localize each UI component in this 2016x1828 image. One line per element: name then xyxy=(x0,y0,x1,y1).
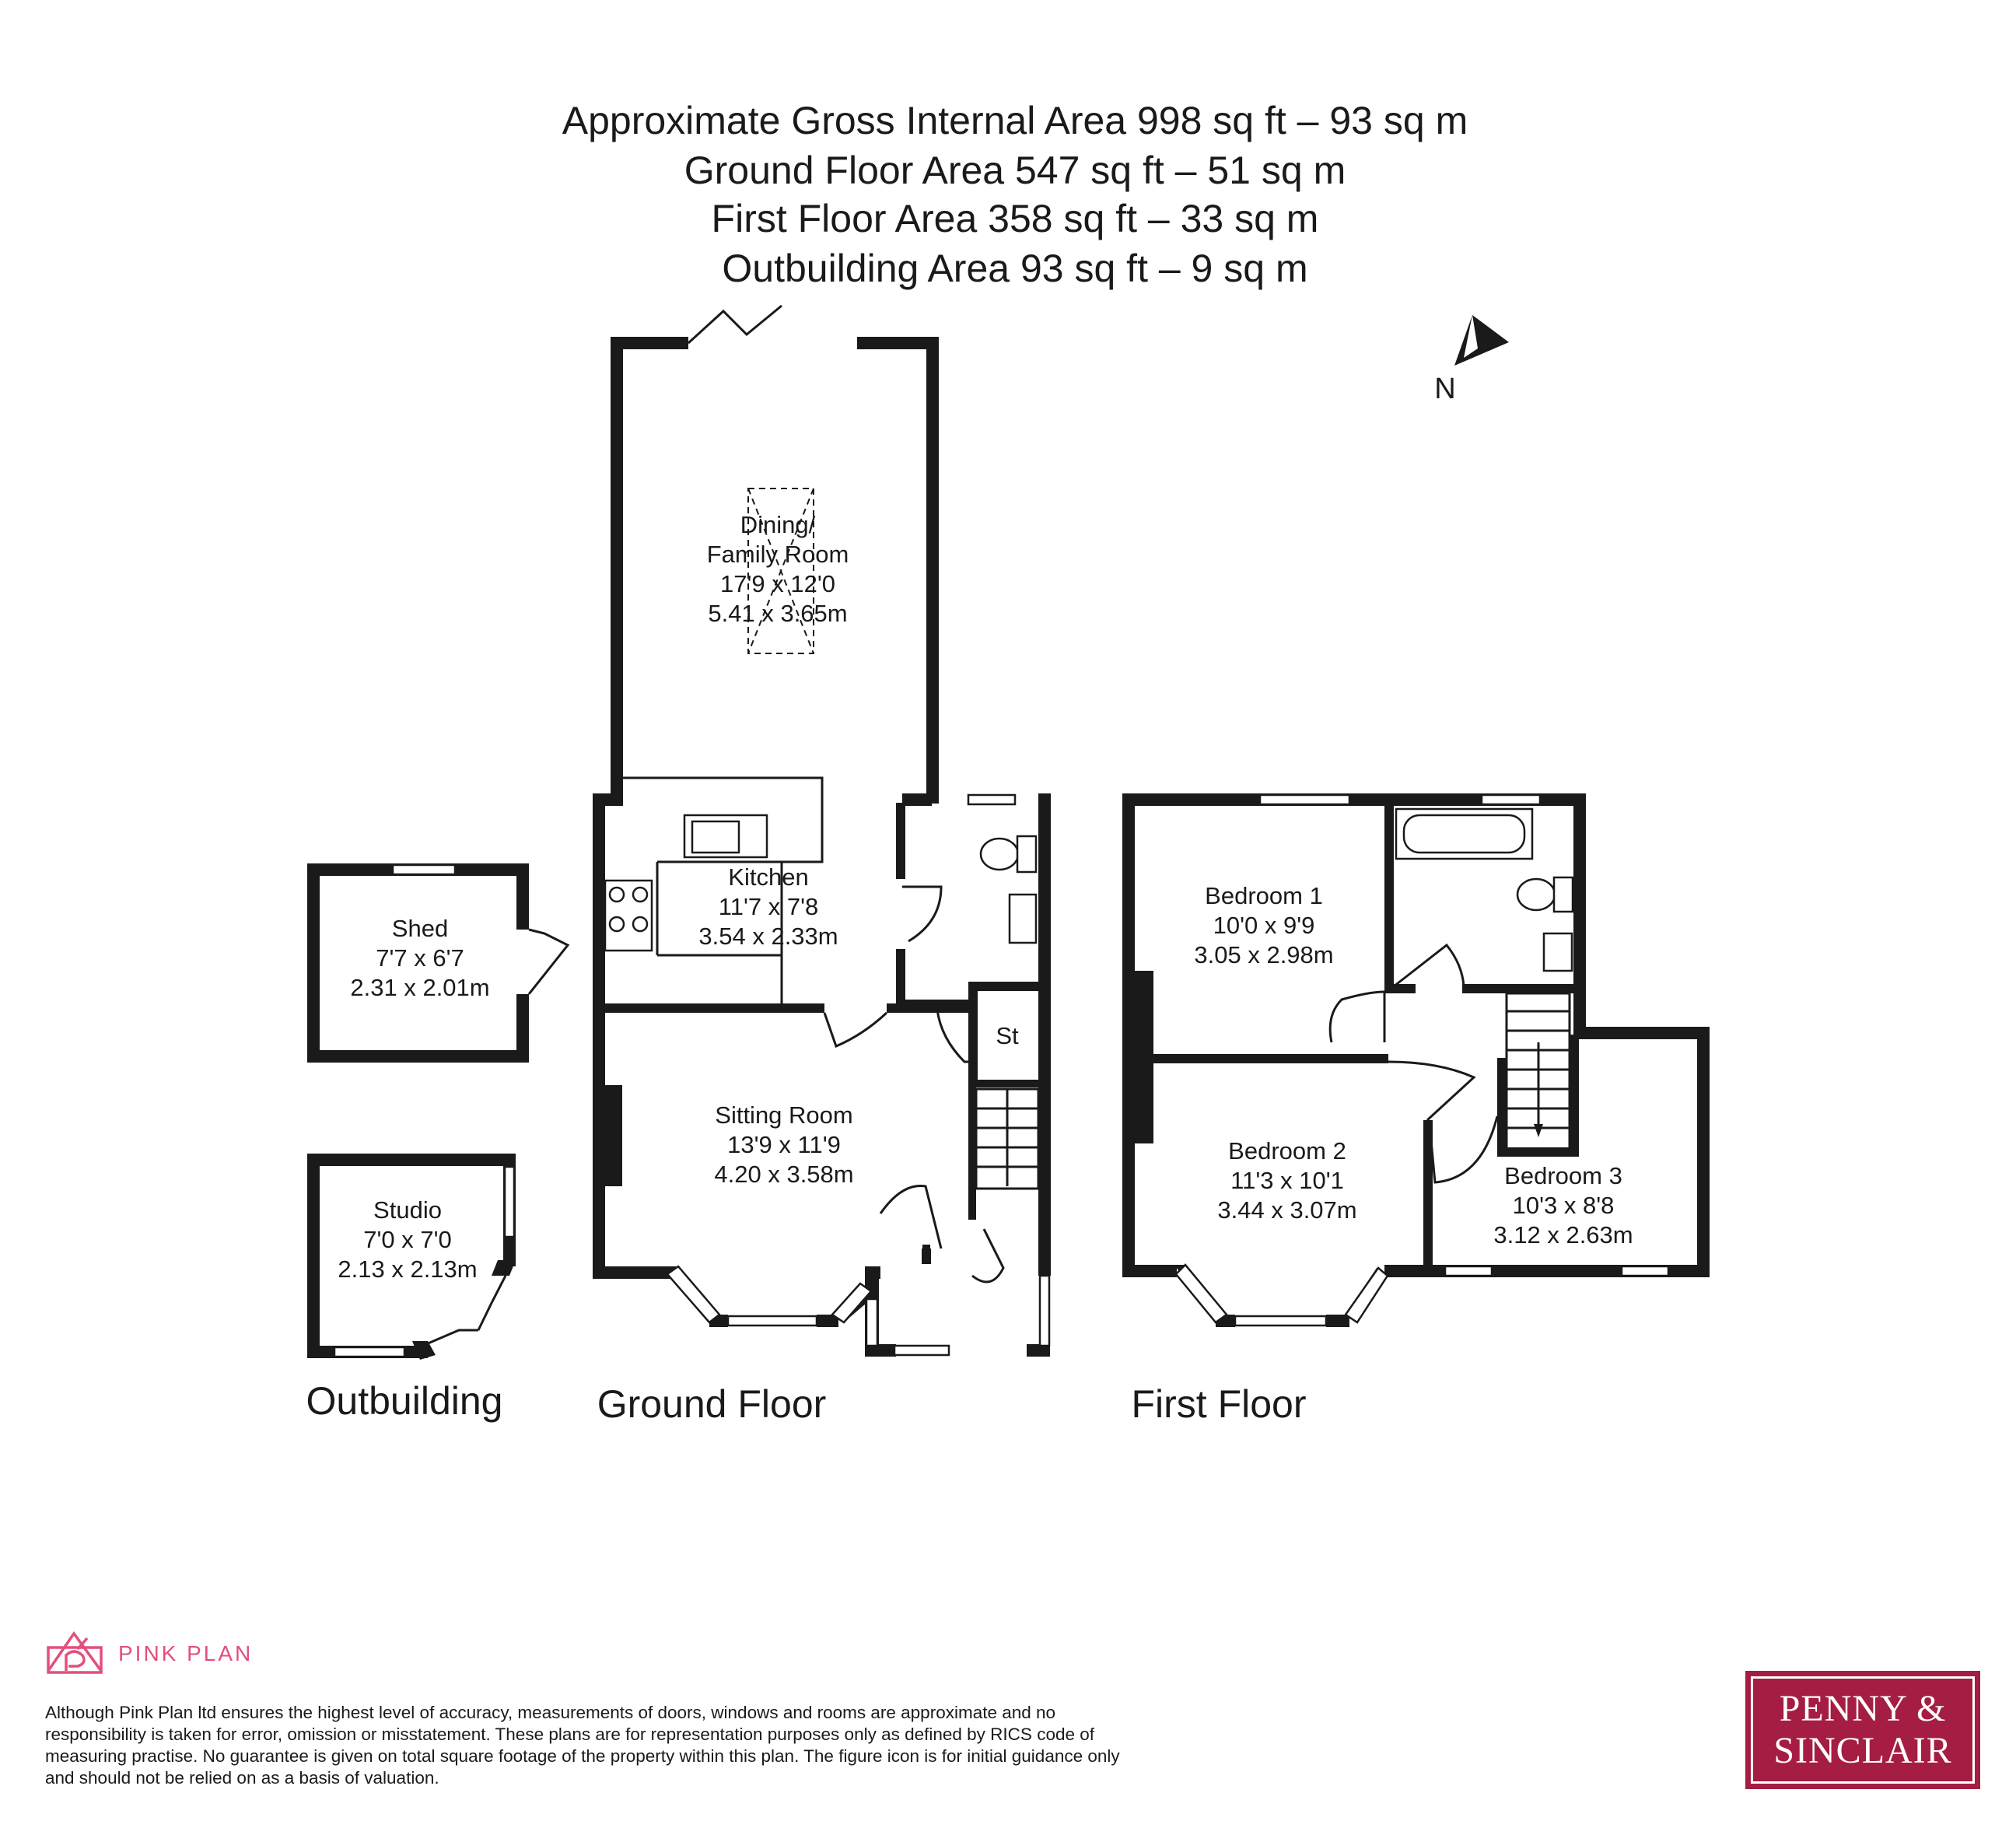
outbuilding-area-text: Outbuilding Area 93 sq ft – 9 sq m xyxy=(722,247,1307,290)
sitting-metric: 4.20 x 3.58m xyxy=(714,1161,853,1188)
studio-metric: 2.13 x 2.13m xyxy=(338,1255,477,1283)
kitchen-label: Kitchen xyxy=(728,863,808,891)
ground-doors xyxy=(823,885,1005,1283)
studio-imperial: 7'0 x 7'0 xyxy=(363,1226,452,1253)
toilet-icon xyxy=(1516,877,1556,912)
shed-metric: 2.31 x 2.01m xyxy=(350,974,489,1001)
agent-logo-inner: PENNY & SINCLAIR xyxy=(1751,1676,1975,1784)
first-floor-doors xyxy=(1328,943,1499,1184)
toilet-icon xyxy=(979,837,1020,871)
dining-label-line2: Family Room xyxy=(707,541,849,568)
bifold-door xyxy=(687,304,782,345)
shed-walls xyxy=(307,863,570,1063)
sitting-label: Sitting Room xyxy=(715,1101,852,1129)
bedroom3-metric: 3.12 x 2.63m xyxy=(1493,1221,1633,1248)
dining-metric: 5.41 x 3.65m xyxy=(708,600,847,627)
dining-imperial: 17'9 x 12'0 xyxy=(720,570,835,597)
agent-logo: PENNY & SINCLAIR xyxy=(1745,1671,1980,1789)
first-floor-stairs xyxy=(1505,992,1571,1150)
compass-label: N xyxy=(1434,373,1455,405)
first-floor-title: First Floor xyxy=(1132,1382,1307,1426)
outbuilding-title: Outbuilding xyxy=(306,1379,503,1423)
agent-name-line2: SINCLAIR xyxy=(1773,1730,1952,1771)
ground-wc-fixtures xyxy=(979,835,1038,944)
ground-stairs xyxy=(975,1087,1040,1190)
bedroom1-imperial: 10'0 x 9'9 xyxy=(1213,912,1315,939)
agent-name-line1: PENNY & xyxy=(1779,1688,1947,1729)
first-area-text: First Floor Area 358 sq ft – 33 sq m xyxy=(712,197,1319,240)
bedroom3-label: Bedroom 3 xyxy=(1504,1162,1622,1189)
bedroom1-label: Bedroom 1 xyxy=(1205,882,1323,909)
shed-imperial: 7'7 x 6'7 xyxy=(376,944,464,972)
ground-floor-walls xyxy=(593,337,1051,1357)
first-floor-windows xyxy=(1174,793,1670,1327)
bathroom-fixtures xyxy=(1395,807,1574,972)
bedroom2-metric: 3.44 x 3.07m xyxy=(1217,1196,1356,1224)
ground-floor-windows xyxy=(666,793,1051,1357)
shed-label: Shed xyxy=(392,915,448,942)
disclaimer-text: Although Pink Plan ltd ensures the highe… xyxy=(45,1703,1120,1788)
compass-icon: N xyxy=(1434,315,1509,405)
sitting-imperial: 13'9 x 11'9 xyxy=(727,1131,841,1158)
basin-icon xyxy=(1008,893,1038,944)
studio-walls xyxy=(307,1154,516,1360)
kitchen-metric: 3.54 x 2.33m xyxy=(698,923,838,950)
ground-floor-title: Ground Floor xyxy=(597,1382,827,1426)
dining-label-line1: Dining/ xyxy=(740,511,816,538)
area-summary: Approximate Gross Internal Area 998 sq f… xyxy=(562,99,1468,290)
studio-label: Studio xyxy=(373,1196,442,1224)
bedroom2-imperial: 11'3 x 10'1 xyxy=(1230,1167,1344,1194)
ground-area-text: Ground Floor Area 547 sq ft – 51 sq m xyxy=(684,149,1346,192)
room-labels: Dining/ Family Room 17'9 x 12'0 5.41 x 3… xyxy=(338,511,1633,1283)
pink-plan-brand: PINK PLAN xyxy=(118,1641,254,1665)
floor-titles: Outbuilding Ground Floor First Floor xyxy=(306,1379,1307,1426)
basin-icon xyxy=(1542,932,1573,972)
pink-plan-logo-icon xyxy=(47,1630,103,1674)
bedroom3-imperial: 10'3 x 8'8 xyxy=(1513,1192,1615,1219)
bedroom2-label: Bedroom 2 xyxy=(1228,1137,1346,1164)
gross-area-text: Approximate Gross Internal Area 998 sq f… xyxy=(562,99,1468,142)
kitchen-units xyxy=(604,776,824,1005)
kitchen-imperial: 11'7 x 7'8 xyxy=(719,893,818,920)
store-label: St xyxy=(996,1022,1019,1049)
skylight xyxy=(747,488,814,654)
bedroom1-metric: 3.05 x 2.98m xyxy=(1194,941,1333,968)
